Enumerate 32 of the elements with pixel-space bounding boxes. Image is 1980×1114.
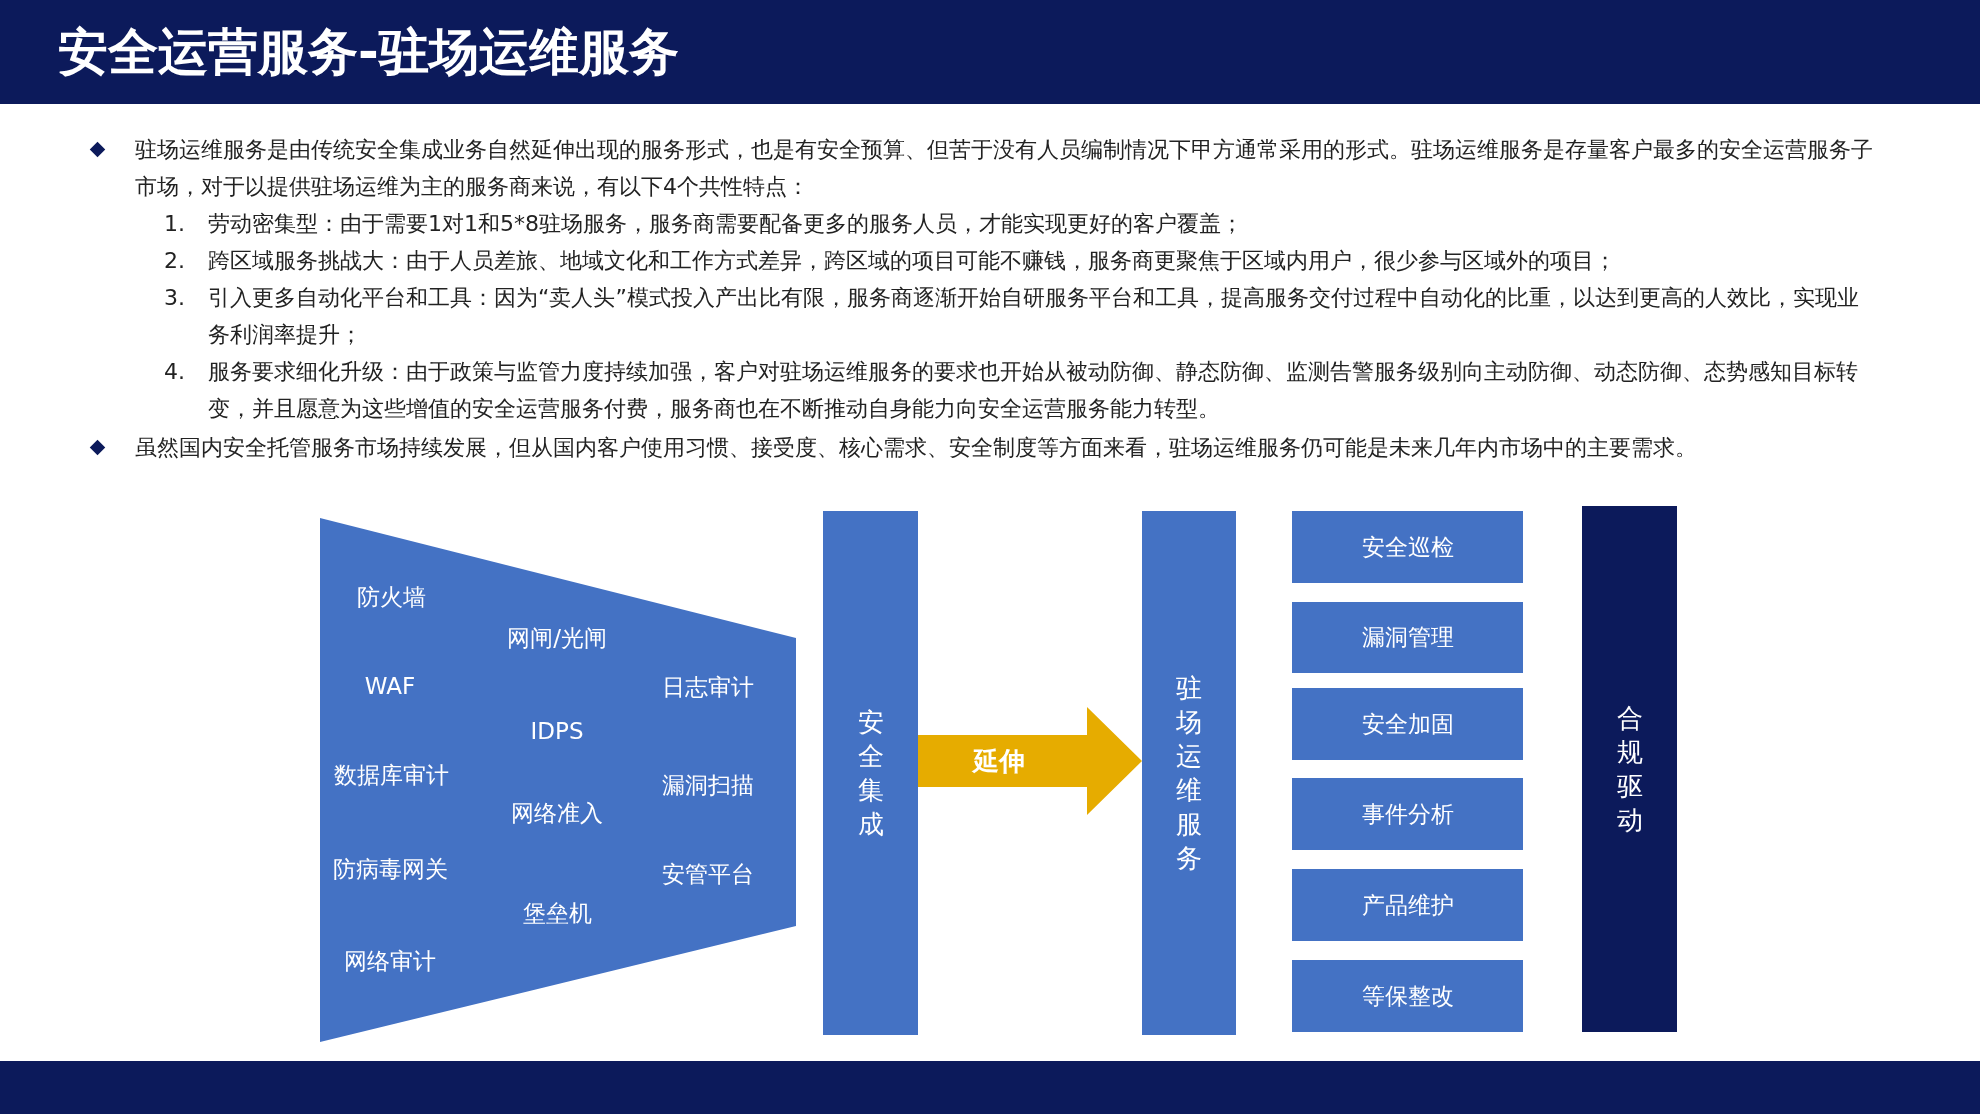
category-box: 安全集成: [823, 511, 918, 1035]
list-item: 服务要求细化升级：由于政策与监管力度持续加强，客户对驻场运维服务的要求也开始从被动防御、静态防御、监测告警服务级别向主动防御、动态防御、态势感知目标转变，并且愿意为这些增值的安全运营服务付费，服务商也在不断推动自身能力向安全运营服务能力转型。: [208, 358, 1859, 423]
product-label: 数据库审计: [332, 761, 450, 790]
product-label: 日志审计: [661, 673, 755, 702]
list-item: 跨区域服务挑战大：由于人员差旅、地域文化和工作方式差异，跨区域的项目可能不赚钱，服务商更聚焦于区域内用户，很少参与区域外的项目；: [208, 247, 1617, 275]
service-box: 安全巡检: [1292, 511, 1523, 583]
title: 安全运营服务-驻场运维服务: [58, 22, 679, 83]
product-label: 防火墙: [355, 583, 427, 612]
product-label: 网络准入: [510, 799, 604, 828]
product-label: WAF: [363, 672, 417, 701]
product-label: 漏洞扫描: [661, 771, 755, 800]
service-box: 漏洞管理: [1292, 602, 1523, 673]
service-box: 安全加固: [1292, 688, 1523, 760]
list-number: 1.: [164, 210, 185, 238]
list-number: 3.: [164, 284, 185, 312]
service-box: 产品维护: [1292, 869, 1523, 941]
product-label: 安管平台: [661, 860, 755, 889]
list-item: 引入更多自动化平台和工具：因为“卖人头”模式投入产出比有限，服务商逐渐开始自研服务平台和工具，提高服务交付过程中自动化的比重，以达到更高的人效比，实现业务利润率提升；: [208, 284, 1860, 349]
product-label: 网闸/光闸: [506, 624, 608, 653]
list-number: 2.: [164, 247, 185, 275]
service-box: 事件分析: [1292, 778, 1523, 850]
list-number: 4.: [164, 358, 185, 386]
paragraph: 虽然国内安全托管服务市场持续发展，但从国内客户使用习惯、接受度、核心需求、安全制度等方面来看，驻场运维服务仍可能是未来几年内市场中的主要需求。: [135, 434, 1698, 462]
list-item: 劳动密集型：由于需要1对1和5*8驻场服务，服务商需要配备更多的服务人员，才能实现更好的客户覆盖；: [208, 210, 1244, 238]
service-box: 等保整改: [1292, 960, 1523, 1032]
product-label: 堡垒机: [521, 899, 593, 928]
driver-box: 合规驱动: [1582, 506, 1677, 1032]
category-box: 驻场运维服务: [1142, 511, 1236, 1035]
product-label: 防病毒网关: [331, 855, 449, 884]
product-label: IDPS: [529, 717, 585, 746]
product-label: 网络审计: [343, 947, 437, 976]
paragraph: 驻场运维服务是由传统安全集成业务自然延伸出现的服务形式，也是有安全预算、但苦于没有人员编制情况下甲方通常采用的形式。驻场运维服务是存量客户最多的安全运营服务子市场，对于以提供驻场运维为主的服务商来说，有以下4个共性特点：: [135, 136, 1874, 201]
